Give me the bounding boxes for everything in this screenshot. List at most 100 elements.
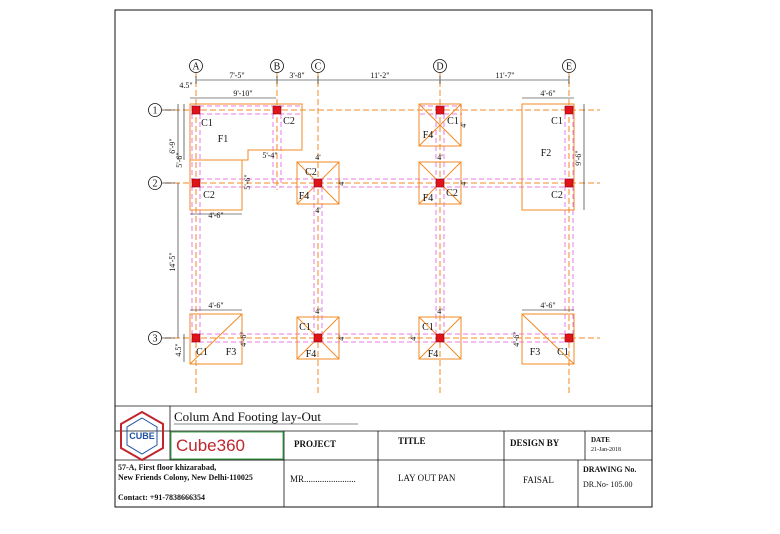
grid-label-d: D [436, 62, 443, 73]
footing-f1 [189, 103, 303, 161]
label-f1: F1 [218, 134, 229, 145]
label-c1-e1: C1 [551, 116, 563, 127]
dim-f2-height: 9'-6" [574, 150, 583, 165]
date-label: DATE [591, 436, 610, 444]
dim-f4-d1-side: 4' [459, 122, 468, 128]
label-c2-c2: C2 [305, 167, 317, 178]
title-label: TITLE [398, 436, 426, 446]
sheet-border [114, 9, 653, 508]
footing-f2 [521, 103, 575, 211]
dim-row12-outer: 6'-9" [168, 138, 177, 153]
dim-f4-d2-top: 4' [437, 153, 443, 162]
project-value: MR....................... [290, 474, 356, 484]
dim-f2-width-top: 4'-6" [540, 89, 555, 98]
label-c2-a2: C2 [203, 190, 215, 201]
dim-f4-c2-side: 4' [337, 180, 346, 186]
brand-frame [170, 431, 284, 460]
grid-label-b: B [274, 62, 281, 73]
grid-bubbles [148, 59, 576, 345]
dim-f3-right-height: 4'-6" [512, 331, 521, 346]
column-b1 [272, 105, 282, 115]
dim-f4-d2-side: 4' [459, 180, 468, 186]
title-block [115, 405, 652, 507]
label-f4-d3: F4 [428, 349, 439, 360]
dim-f3-height: 4'-6" [239, 331, 248, 346]
dim-f1-width: 9'-10" [233, 89, 252, 98]
grid-label-e: E [566, 62, 572, 73]
dim-f4-c2-top: 4' [315, 153, 321, 162]
dim-cd: 11'-2" [370, 71, 389, 80]
label-f4-d1: F4 [423, 130, 434, 141]
cube-logo: CUBE [120, 410, 164, 462]
grid-label-2: 2 [153, 179, 158, 190]
dim-c2-left-height: 5'-6" [243, 174, 252, 189]
column-d2 [435, 178, 445, 188]
column-e3 [564, 333, 574, 343]
dim-f3-width: 4'-6" [208, 301, 223, 310]
footing-f4-d1 [418, 103, 462, 147]
footing-f3-left [189, 313, 243, 365]
label-c2-d2: C2 [446, 188, 458, 199]
grid-label-a: A [192, 62, 200, 73]
column-a2 [191, 178, 201, 188]
address-line-2: New Friends Colony, New Delhi-110025 [118, 473, 253, 482]
dim-bottom-offset: 4.5" [174, 343, 183, 356]
label-f4-c3: F4 [306, 349, 317, 360]
beams [191, 105, 574, 343]
design-label: DESIGN BY [510, 438, 560, 448]
title-value: LAY OUT PAN [398, 473, 456, 483]
drawing-no-value: DR.No- 105.00 [583, 480, 633, 489]
drawing-no-label: DRAWING No. [583, 465, 636, 474]
date-value: 21-Jan-2018 [591, 447, 621, 453]
label-f3-left: F3 [226, 347, 237, 358]
column-a3 [191, 333, 201, 343]
dim-f4-c2-bottom: 4' [315, 206, 321, 215]
label-f4-c2: F4 [299, 191, 310, 202]
footing-f3-right [521, 313, 575, 365]
grid-lines [165, 72, 600, 395]
drawing-title: Colum And Footing lay-Out [174, 409, 321, 424]
dim-de: 11'-7" [495, 71, 514, 80]
column-a1 [191, 105, 201, 115]
project-label: PROJECT [294, 439, 336, 449]
column-c3 [313, 333, 323, 343]
dimension-lines [177, 76, 585, 362]
footings [189, 103, 575, 365]
design-value: FAISAL [523, 475, 554, 485]
columns [191, 105, 574, 343]
column-e2 [564, 178, 574, 188]
dim-c2-left-width: 4'-6" [208, 211, 223, 220]
column-d3 [435, 333, 445, 343]
column-e1 [564, 105, 574, 115]
dim-f1-step: 5'-4" [262, 151, 277, 160]
brand-name: Cube360 [176, 436, 245, 455]
label-c1-e3: C1 [557, 347, 569, 358]
grid-label-c: C [315, 62, 322, 73]
dim-top-offset: 4.5" [179, 81, 192, 90]
grid-label-1: 1 [153, 106, 158, 117]
footing-c2-left [189, 159, 243, 211]
dim-row12-inner: 5'-6" [175, 152, 184, 167]
label-f3-right: F3 [530, 347, 541, 358]
label-c1-d1: C1 [447, 116, 459, 127]
dim-row23: 14'-5" [168, 252, 177, 271]
dim-f3-right-width: 4'-6" [540, 301, 555, 310]
contact: Contact: +91-7838666354 [118, 493, 205, 502]
label-c1-d3: C1 [422, 322, 434, 333]
dim-f4-d3-side: 4' [409, 335, 418, 341]
label-c1-a1: C1 [201, 118, 213, 129]
column-c2 [313, 178, 323, 188]
label-c2-e2: C2 [551, 190, 563, 201]
label-f4-d2: F4 [423, 193, 434, 204]
label-f2: F2 [541, 148, 552, 159]
logo-text: CUBE [129, 431, 155, 441]
grid-label-3: 3 [153, 334, 158, 345]
label-c1-a3: C1 [196, 347, 208, 358]
label-c1-c3: C1 [299, 322, 311, 333]
column-d1 [435, 105, 445, 115]
label-c2-b1: C2 [283, 116, 295, 127]
dim-f4-c3-top: 4' [315, 307, 321, 316]
dim-bc: 3'-8" [289, 71, 304, 80]
